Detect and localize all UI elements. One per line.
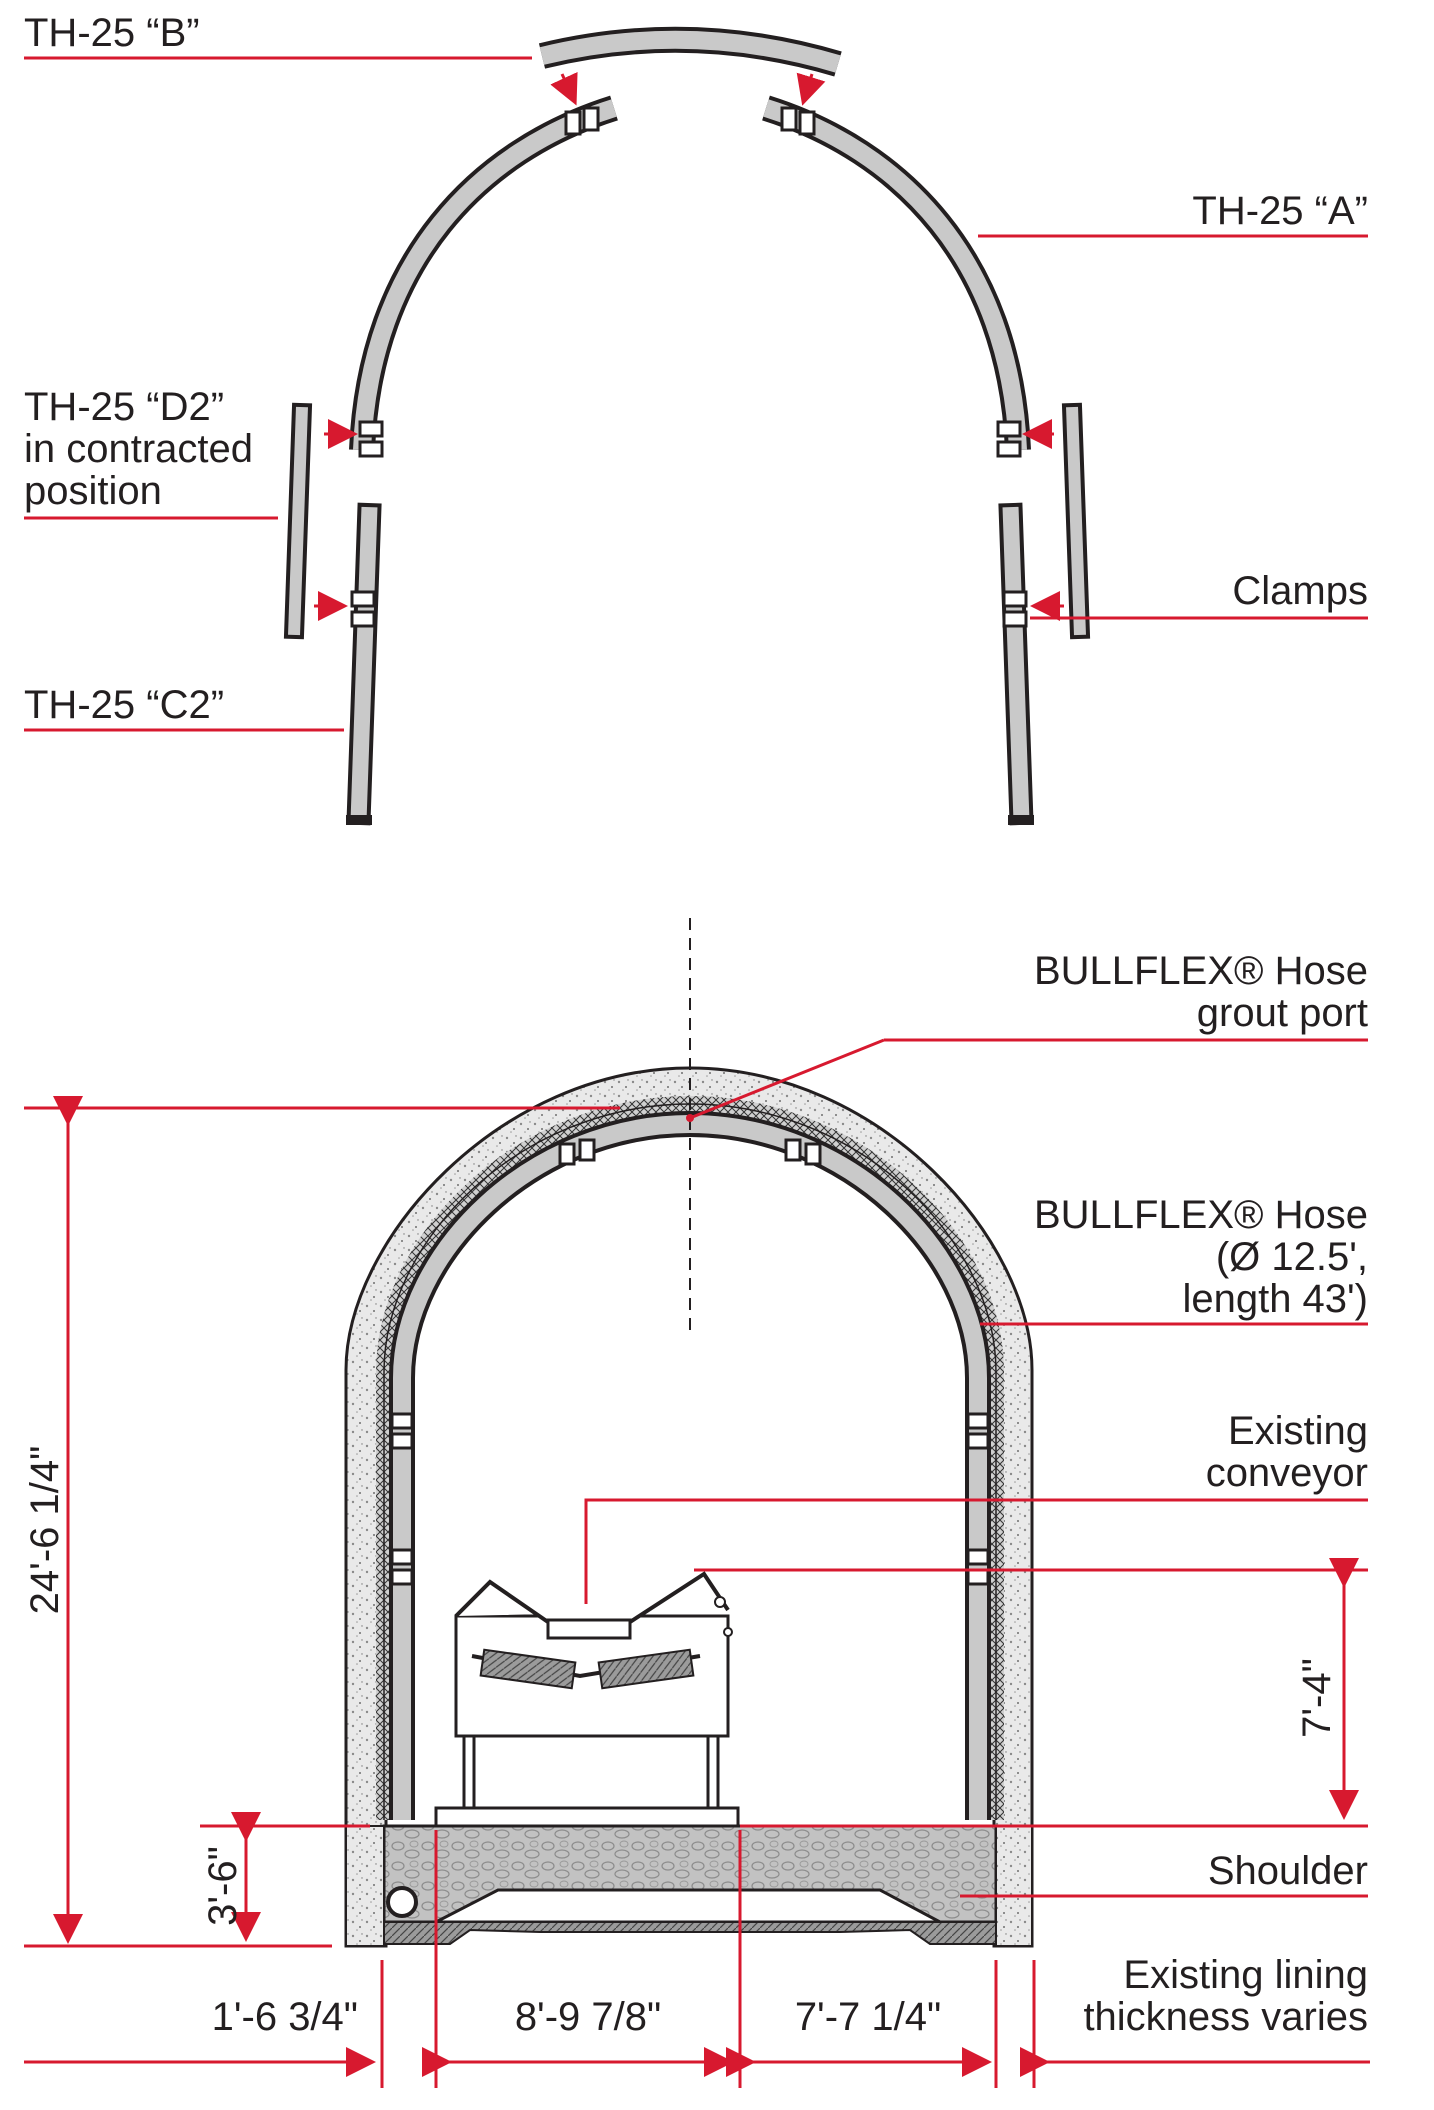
label-grout-port-2: grout port xyxy=(1197,991,1368,1035)
label-conveyor-1: Existing xyxy=(1228,1409,1368,1453)
dim-right-width: 7'-7 1/4" xyxy=(795,1995,941,2039)
floor-base xyxy=(383,1921,997,1945)
dim-shoulder-height: 3'-6" xyxy=(201,1846,245,1926)
label-grout-port-1: BULLFLEX® Hose xyxy=(1034,949,1368,993)
clamp-c2-right xyxy=(1002,590,1028,628)
label-th25-d2-1: TH-25 “D2” xyxy=(24,385,224,429)
clamp-top-right xyxy=(780,106,816,136)
label-shoulder: Shoulder xyxy=(1208,1849,1368,1893)
segment-c2-right xyxy=(998,502,1034,826)
label-lining-2: thickness varies xyxy=(1083,1995,1368,2039)
label-th25-a: TH-25 “A” xyxy=(1192,189,1368,233)
clamp-top-left xyxy=(564,106,600,136)
dim-total-height: 24'-6 1/4" xyxy=(23,1446,67,1615)
clamp-arch-right xyxy=(996,420,1022,458)
dim-center-width: 8'-9 7/8" xyxy=(515,1995,661,2039)
label-hose-2: (Ø 12.5', xyxy=(1216,1235,1368,1279)
drain-pipe xyxy=(386,1886,418,1918)
label-clamps: Clamps xyxy=(1232,569,1368,613)
segment-d2-right xyxy=(1061,402,1091,640)
label-lining-1: Existing lining xyxy=(1123,1953,1368,1997)
dim-conveyor-height: 7'-4" xyxy=(1295,1658,1339,1738)
segment-d2-left xyxy=(283,402,313,640)
segment-c2-left xyxy=(346,502,382,826)
clamp-arch-left xyxy=(358,420,384,458)
labels: TH-25 “B” TH-25 “A” TH-25 “D2” in contra… xyxy=(23,11,1368,2039)
installed-clamps xyxy=(390,1138,990,1586)
label-th25-d2-2: in contracted xyxy=(24,427,253,471)
dim-left-width: 1'-6 3/4" xyxy=(212,1995,358,2039)
exploded-arch-view xyxy=(24,26,1368,826)
cross-section-view xyxy=(24,918,1368,1948)
assembly-arrows xyxy=(314,71,1064,621)
label-th25-b: TH-25 “B” xyxy=(24,11,200,55)
top-leader-lines xyxy=(24,56,1368,732)
existing-conveyor-drawing xyxy=(434,1571,740,1828)
label-th25-d2-3: position xyxy=(24,469,162,513)
clamp-c2-left xyxy=(350,590,376,628)
dimension-lines xyxy=(24,1096,1370,2088)
label-th25-c2: TH-25 “C2” xyxy=(24,683,224,727)
label-conveyor-2: conveyor xyxy=(1206,1451,1368,1495)
label-hose-3: length 43') xyxy=(1182,1277,1368,1321)
label-hose-1: BULLFLEX® Hose xyxy=(1034,1193,1368,1237)
